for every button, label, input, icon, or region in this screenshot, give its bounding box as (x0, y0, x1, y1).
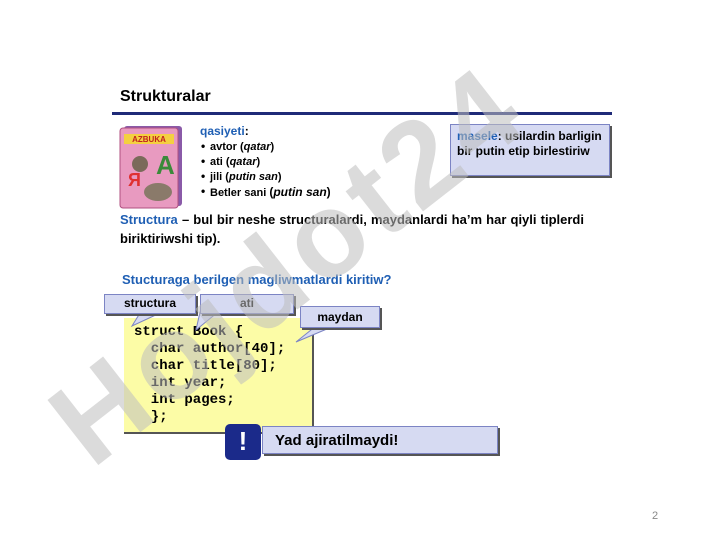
list-item: jili (putin san) (201, 170, 331, 183)
list-item: avtor (qatar) (201, 140, 331, 153)
book-cover-icon: AZBUKA A Я (119, 126, 182, 209)
svg-text:A: A (156, 150, 175, 180)
callout-maydan: maydan (300, 306, 380, 328)
page-number: 2 (652, 510, 659, 522)
code-line: }; (134, 409, 168, 425)
code-line: char author[40]; (134, 341, 286, 357)
list-item: ati (qatar) (201, 155, 331, 168)
properties-block: qasiyeti: avtor (qatar) ati (qatar) jili… (200, 124, 331, 202)
code-line: struct Book { (134, 324, 244, 340)
code-line: int year; (134, 375, 227, 391)
code-line: char title[80]; (134, 358, 277, 374)
callout-ati: ati (200, 294, 294, 314)
masele-keyword: masele (457, 129, 498, 143)
definition-text: – bul bir neshe structuralardi, maydanla… (120, 212, 584, 246)
callout-structura: structura (104, 294, 196, 314)
slide-title: Strukturalar (120, 88, 211, 105)
subheading: Stucturaga berilgen magliwmatlardi kirit… (122, 272, 392, 287)
definition-paragraph: Structura – bul bir neshe structuralardi… (120, 210, 584, 248)
svg-text:Я: Я (128, 170, 141, 190)
list-item: Betler sani (putin san) (201, 185, 331, 199)
definition-keyword: Structura (120, 212, 178, 227)
code-background (124, 318, 314, 434)
code-block: struct Book { char author[40]; char titl… (134, 324, 285, 426)
properties-label: qasiyeti: (200, 124, 249, 138)
title-underline (112, 112, 612, 115)
warning-box: Yad ajiratilmaydi! (262, 426, 498, 454)
code-line: int pages; (134, 392, 235, 408)
book-cover-title: AZBUKA (132, 135, 166, 144)
masele-box: masele: usilardin barligin bir putin eti… (450, 124, 610, 176)
properties-list: avtor (qatar) ati (qatar) jili (putin sa… (200, 140, 331, 199)
masele-text: usilardin barligin bir putin etip birles… (457, 129, 602, 158)
exclamation-icon: ! (225, 424, 261, 460)
